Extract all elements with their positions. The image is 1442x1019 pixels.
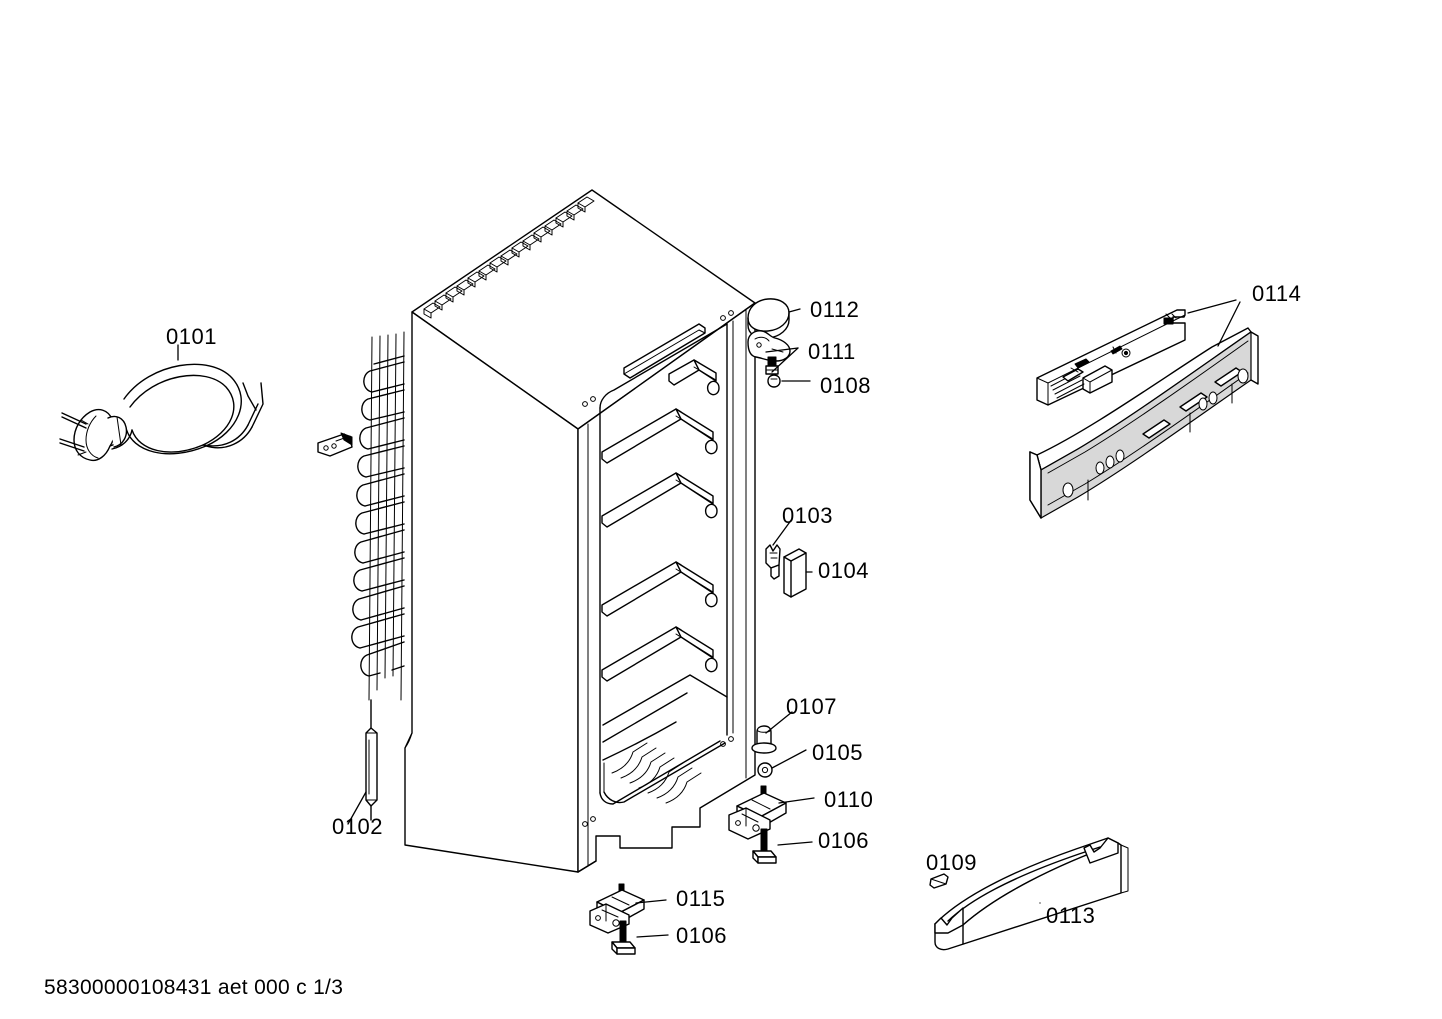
leader-0106-lower — [636, 934, 669, 938]
leader-0110 — [778, 797, 815, 804]
top-ventilation-slots — [423, 196, 595, 319]
part-label-0104: 0104 — [818, 558, 869, 583]
part-0108-cap-nut — [765, 356, 781, 388]
part-0104-spacer-block — [783, 548, 807, 598]
leader-0107 — [765, 711, 793, 734]
floor-pan — [602, 674, 728, 804]
part-0105-washer — [757, 762, 773, 778]
leader-0105 — [771, 749, 807, 769]
part-label-0109: 0109 — [926, 850, 977, 875]
part-label-0110: 0110 — [824, 787, 874, 812]
control-panel-pcb — [1036, 309, 1186, 406]
condenser-mount-clip — [317, 432, 353, 457]
part-0113-door-shelf-tray — [934, 837, 1129, 951]
part-label-0107: 0107 — [786, 694, 837, 719]
leader-0111-to-0108 — [771, 347, 799, 373]
part-label-0111: 0111 — [808, 339, 856, 364]
part-0106-levelling-foot-lower — [611, 920, 636, 955]
part-label-0105: 0105 — [812, 740, 863, 765]
part-0109-retaining-clip — [929, 873, 949, 889]
part-label-0114: 0114 — [1252, 281, 1302, 306]
part-label-0113: 0113 — [1046, 903, 1096, 928]
drawing-footer-caption: 58300000108431 aet 000 c 1/3 — [44, 976, 344, 999]
part-0106-levelling-foot-upper — [752, 828, 777, 864]
leader-0111 — [765, 347, 799, 353]
part-0103-sensor-clip — [765, 544, 781, 580]
part-0111-upper-hinge-bracket — [747, 330, 791, 362]
part-label-0102: 0102 — [332, 814, 383, 839]
shelf-rails — [601, 359, 720, 682]
part-label-0101: 0101 — [166, 324, 217, 349]
leader-0112 — [788, 308, 801, 313]
cabinet-body — [404, 189, 756, 873]
leader-0114 — [1187, 299, 1241, 347]
leader-0102 — [347, 791, 367, 825]
part-label-0106-upper: 0106 — [818, 828, 869, 853]
part-label-0115: 0115 — [676, 886, 726, 911]
part-0102-filter-dryer — [365, 699, 378, 821]
part-label-0106-lower: 0106 — [676, 923, 727, 948]
part-0101-power-cord — [59, 363, 264, 462]
part-0114-control-panel-assembly — [1029, 309, 1259, 519]
leader-0115 — [635, 899, 667, 904]
condenser-coil — [351, 331, 405, 701]
leader-0103 — [772, 518, 793, 546]
part-0112-hinge-cover-cap — [747, 298, 790, 339]
part-0115-hinge-bracket-bottom — [589, 883, 645, 934]
part-label-0108: 0108 — [820, 373, 871, 398]
part-label-0103: 0103 — [782, 503, 833, 528]
control-panel-bezel — [1029, 327, 1259, 519]
leader-0106-upper — [777, 841, 813, 846]
part-0110-hinge-bracket — [728, 785, 787, 840]
part-label-0112: 0112 — [810, 297, 860, 322]
